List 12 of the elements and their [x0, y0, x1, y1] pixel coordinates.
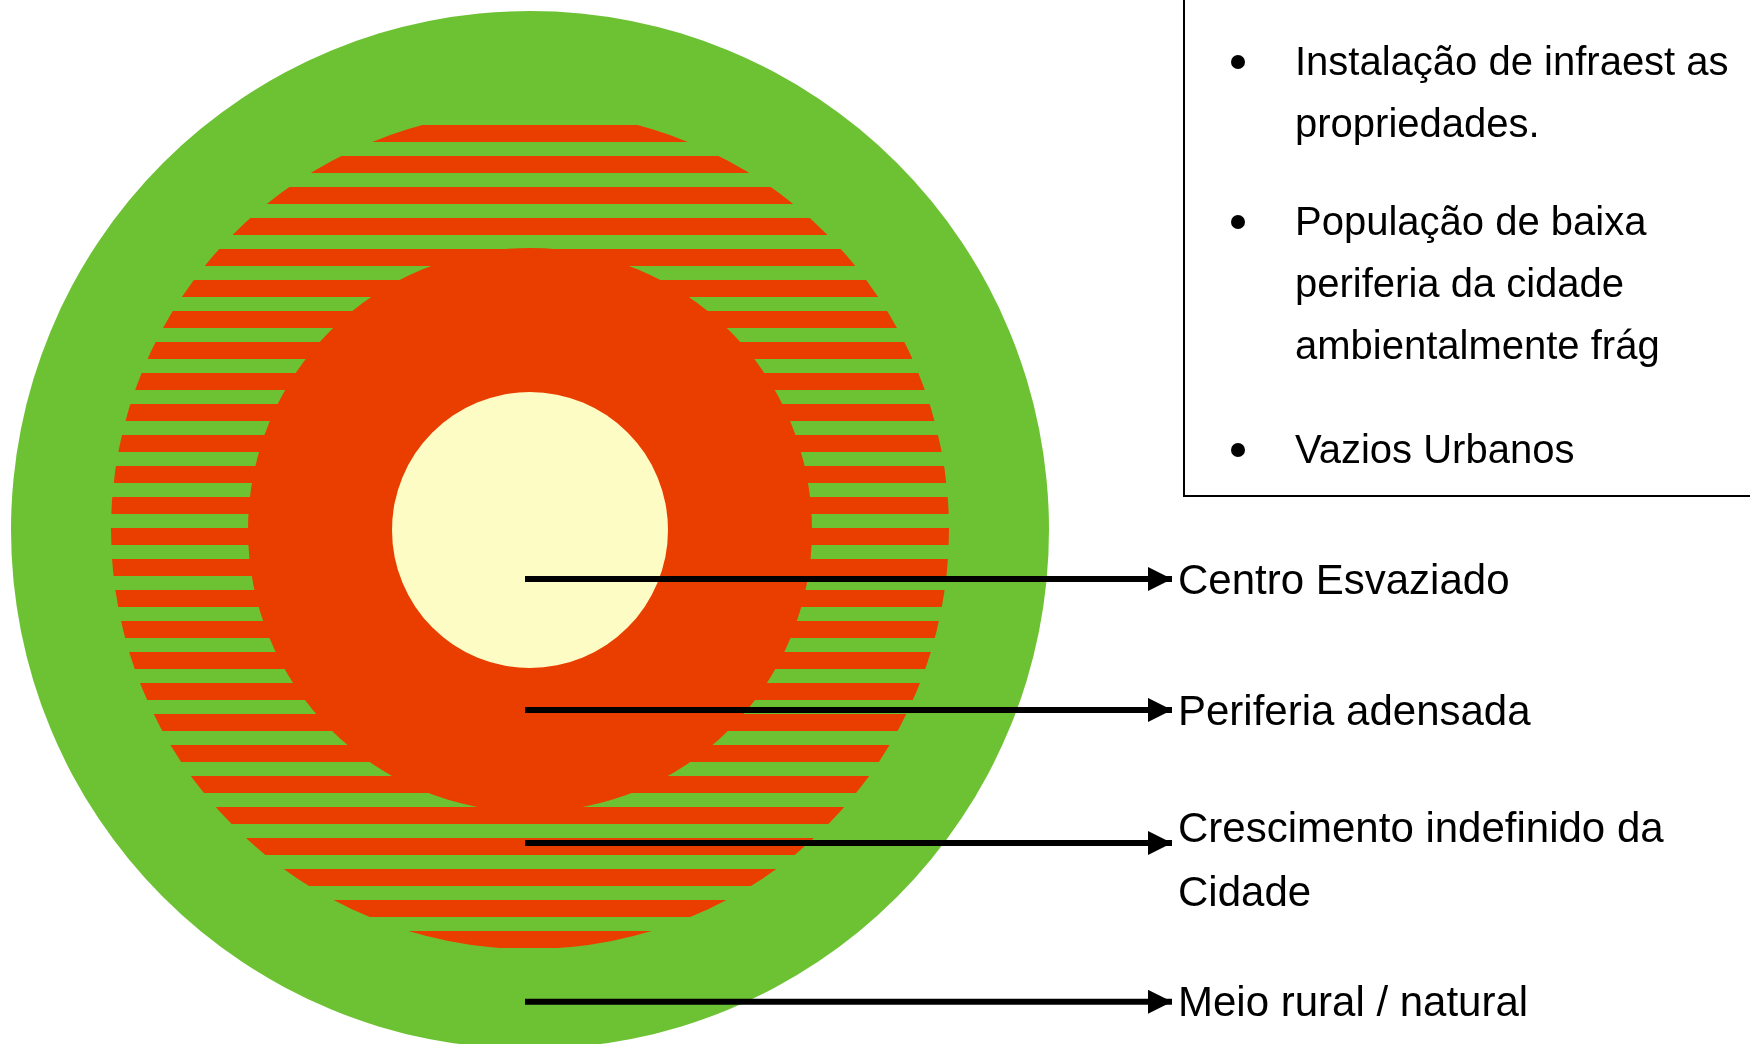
leader-arrow — [525, 989, 1172, 1014]
leader-arrow — [525, 567, 1172, 591]
region-label: Periferia adensada — [1178, 679, 1738, 743]
bullet-text: População de baixa periferia da cidade ambientalmente frág — [1295, 198, 1661, 369]
region-label: Crescimento indefinido da Cidade — [1178, 796, 1738, 924]
region-label: Meio rural / natural — [1178, 970, 1738, 1034]
bullet-text: Vazios Urbanos — [1295, 426, 1576, 473]
region-label: Centro Esvaziado — [1178, 548, 1738, 612]
leader-arrow — [525, 697, 1172, 722]
leader-arrow — [525, 831, 1172, 855]
bullet-text: Instalação de infraest as propriedades. — [1295, 38, 1730, 147]
notes-box — [1183, 0, 1750, 497]
